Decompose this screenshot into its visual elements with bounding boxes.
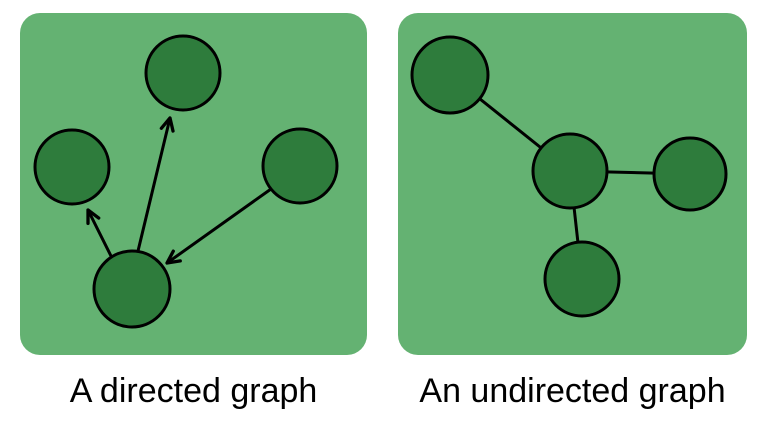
graph-node — [410, 35, 490, 115]
graph-node — [33, 128, 111, 206]
graph-node — [652, 136, 728, 212]
directed-graph-panel — [20, 13, 367, 355]
undirected-graph-panel — [398, 13, 747, 355]
graph-arrow-edge — [86, 208, 113, 258]
caption-undirected-graph: An undirected graph — [419, 372, 726, 410]
graph-node — [92, 249, 172, 329]
caption-directed-graph: A directed graph — [69, 372, 318, 410]
graph-arrow-edge — [136, 116, 175, 253]
graph-arrow-edge — [165, 187, 273, 265]
graph-node — [543, 240, 621, 318]
graph-node — [144, 34, 222, 112]
graph-node — [261, 127, 339, 205]
graph-node — [531, 132, 609, 210]
